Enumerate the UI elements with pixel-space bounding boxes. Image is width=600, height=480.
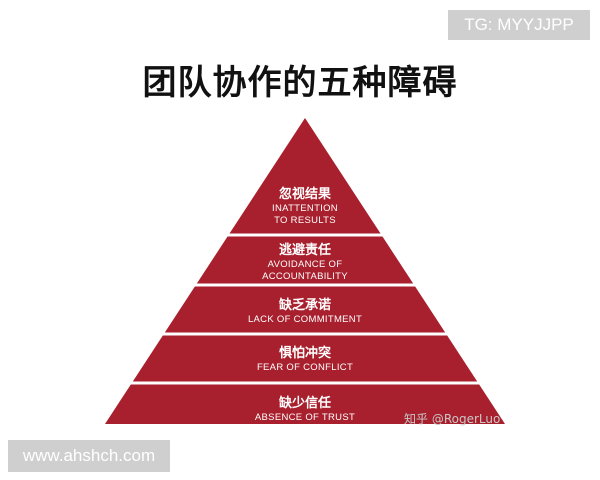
level-title-zh: 忽视结果	[278, 187, 331, 202]
watermark-top: TG: MYYJJPP	[448, 10, 590, 40]
level-title-en-line: ACCOUNTABILITY	[262, 271, 348, 282]
level-inattention-to-results: 忽视结果 INATTENTION TO RESULTS	[205, 187, 405, 227]
pyramid-shape	[105, 118, 505, 424]
page-title: 团队协作的五种障碍	[142, 63, 458, 103]
level-title-en-line: TO RESULTS	[274, 215, 336, 226]
attribution-watermark: 知乎 @RogerLuo	[404, 412, 501, 426]
level-absence-of-trust: 缺少信任 ABSENCE OF TRUST	[205, 396, 405, 424]
level-fear-of-conflict: 惧怕冲突 FEAR OF CONFLICT	[205, 346, 405, 374]
level-lack-of-commitment: 缺乏承诺 LACK OF COMMITMENT	[205, 298, 405, 326]
level-title-en-line: ABSENCE OF TRUST	[254, 412, 356, 423]
level-title-zh: 惧怕冲突	[278, 346, 331, 361]
level-title-en-line: LACK OF COMMITMENT	[247, 314, 363, 325]
level-title-zh: 缺少信任	[278, 396, 331, 411]
level-title-en-line: INATTENTION	[272, 203, 338, 214]
level-title-en-line: AVOIDANCE OF	[267, 259, 343, 270]
watermark-bottom: www.ahshch.com	[8, 440, 170, 472]
level-title-en-line: FEAR OF CONFLICT	[256, 362, 354, 373]
level-title-zh: 逃避责任	[278, 243, 331, 258]
pyramid-separators	[130, 233, 480, 385]
level-title-zh: 缺乏承诺	[278, 298, 331, 313]
level-avoidance-of-accountability: 逃避责任 AVOIDANCE OF ACCOUNTABILITY	[205, 243, 405, 283]
